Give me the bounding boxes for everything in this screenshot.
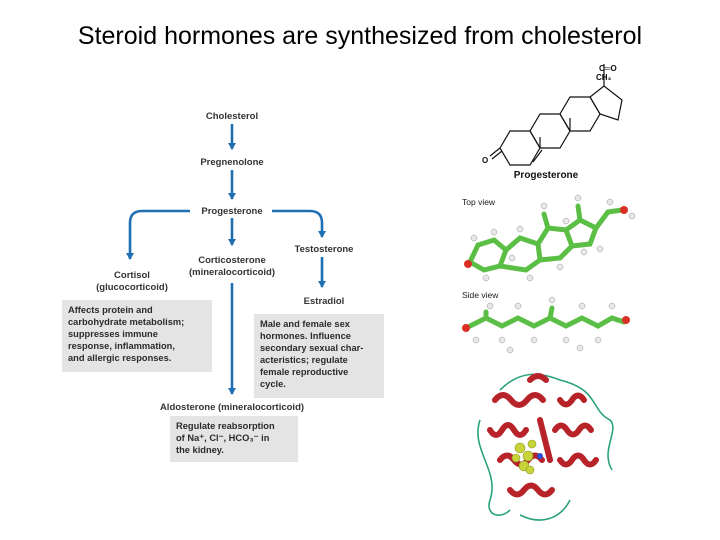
top-view-model [464,194,636,282]
carbonyl-label: C═O [599,64,617,73]
cortisol-effects-box [62,300,212,372]
side-view-model [462,296,630,354]
node-progesterone: Progesterone [201,206,262,217]
ligand [511,439,537,475]
sex-hormone-effects-text: Male and female sex hormones. Influence … [260,319,364,389]
slide-title: Steroid hormones are synthesized from ch… [77,22,643,50]
aldosterone-effects-box [170,416,298,462]
node-estradiol: Estradiol [304,296,345,307]
methyl-label: CH₃ [596,73,612,82]
ring-d [589,85,623,121]
node-pregnenolone: Pregnenolone [200,157,263,168]
node-cortisol: Cortisol [114,270,150,281]
node-aldosterone: Aldosterone (mineralocorticoid) [160,402,304,413]
arrow-progesterone-cortisol [126,209,190,260]
node-corticosterone-class: (mineralocorticoid) [189,267,275,278]
node-testosterone: Testosterone [295,244,354,255]
cortisol-effects-text: Affects protein and carbohydrate metabol… [68,305,185,363]
node-corticosterone: Corticosterone [198,255,266,266]
ring-c [559,96,601,132]
node-cortisol-class: (glucocorticoid) [96,282,168,293]
ring-b [529,113,571,149]
side-view-label: Side view [462,290,499,300]
node-cholesterol: Cholesterol [206,111,258,122]
top-view-label: Top view [462,197,496,207]
structure-name: Progesterone [514,170,579,181]
progesterone-structure [489,64,623,166]
oxygen-label: O [482,156,488,165]
pathway-arrows [126,124,326,395]
receptor-protein-structure [477,373,614,521]
sex-hormone-effects-box [254,314,384,398]
arrow-progesterone-testosterone [272,209,326,238]
aldosterone-effects-text: Regulate reabsorption of Na⁺, Cl⁻, HCO₃⁻… [176,421,275,455]
